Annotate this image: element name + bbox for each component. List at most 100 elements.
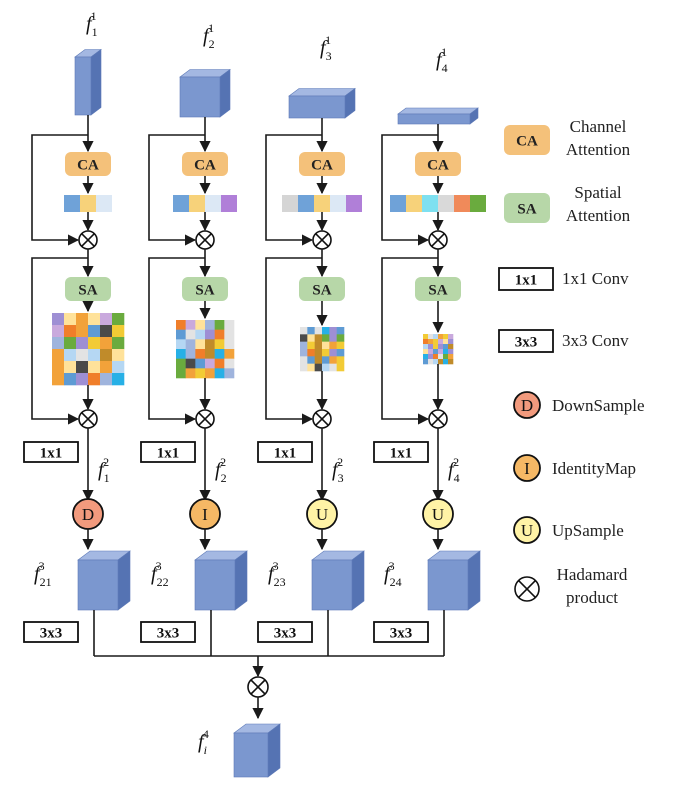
legend-down-icon: D (513, 391, 541, 419)
attention-cell (52, 373, 65, 386)
legend-down-text: DownSample (552, 396, 645, 415)
output-feature-cube (427, 550, 481, 611)
attention-cell (300, 334, 308, 342)
vector-cell (470, 195, 486, 212)
legend-hadamard-line2: product (566, 588, 618, 607)
final-label-sub: i (204, 743, 207, 757)
input-feature-label-sup: 1 (441, 45, 447, 59)
legend-ca-line1: Channel (570, 117, 627, 136)
attention-cell (195, 329, 206, 340)
vector-cell (205, 195, 221, 212)
hadamard-product-icon (195, 409, 215, 429)
conv-3x3-box-label: 3x3 (157, 626, 180, 642)
output-feature-cube-side (117, 550, 131, 611)
legend-down-icon-bg (513, 391, 541, 419)
spatial-attention-block-label: SA (428, 283, 447, 299)
attention-cell (438, 349, 444, 355)
output-feature-cube (311, 550, 365, 611)
resample-op-identity-letter: I (202, 505, 208, 524)
vector-cell (346, 195, 362, 212)
vector-cell (282, 195, 298, 212)
input-feature-label-sup: 1 (208, 21, 214, 35)
final-label-sup: 4 (203, 727, 209, 741)
mid-feature-label-sub: 2 (221, 471, 227, 485)
input-feature-cube-front (74, 56, 92, 116)
channel-weight-vector (64, 195, 112, 212)
output-feature-label: f213 (34, 559, 52, 589)
hadamard-cross-b (198, 233, 212, 247)
hadamard-cross-b (518, 580, 536, 598)
attention-cell (88, 337, 101, 350)
attention-cell (112, 373, 125, 386)
attention-cell (322, 327, 330, 335)
channel-attention-block-bg (415, 152, 461, 176)
mid-feature-label-sub: 4 (454, 471, 460, 485)
legend-identity-icon-letter: I (524, 459, 530, 478)
attention-cell (322, 349, 330, 357)
attention-cell (185, 320, 196, 330)
output-feature-label-base: f (151, 563, 159, 585)
attention-cell (205, 349, 215, 359)
input-feature-cube-front (179, 76, 221, 118)
input-feature-cube (179, 68, 231, 118)
skip-connection-ca (148, 134, 205, 246)
attention-cell (112, 349, 125, 362)
vector-cell (80, 195, 96, 212)
legend-conv3-badge: 3x3 (498, 329, 554, 353)
attention-cell (300, 356, 308, 364)
attention-cell (443, 344, 449, 350)
attention-cell (88, 373, 101, 386)
input-feature-cube (288, 87, 356, 119)
resample-op-down-letter: D (82, 505, 94, 524)
output-feature-label-sup: 3 (389, 559, 395, 573)
hadamard-product-icon (312, 230, 332, 250)
attention-cell (52, 349, 65, 362)
legend-sa-badge: SA (504, 193, 550, 223)
attention-cell (336, 341, 345, 350)
resample-op-down: D (72, 498, 104, 530)
skip-connection-sa (148, 257, 205, 425)
mid-feature-label: f12 (98, 455, 110, 485)
mid-feature-label-sup: 2 (337, 455, 343, 469)
spatial-attention-block: SA (182, 277, 228, 301)
conv-3x3-box-frame (257, 621, 313, 643)
attention-cell (443, 354, 449, 360)
input-feature-label-sub: 3 (326, 49, 332, 63)
attention-cell (195, 368, 206, 379)
attention-cell (423, 339, 429, 345)
attention-cell (195, 349, 206, 359)
attention-cell (185, 368, 196, 379)
attention-cell (307, 356, 315, 364)
attention-cell (52, 361, 65, 374)
legend-identity-icon: I (513, 454, 541, 482)
channel-attention-block: CA (65, 152, 111, 176)
legend-ca-badge-bg (504, 125, 550, 155)
attention-cell (314, 327, 323, 335)
attention-cell (176, 368, 186, 379)
resample-op-identity: I (189, 498, 221, 530)
skip-connection-ca (381, 134, 438, 246)
conv-1x1-box-frame (373, 441, 429, 463)
attention-cell (423, 359, 429, 365)
legend-conv1-badge-frame (498, 267, 554, 291)
legend-conv1-text: 1x1 Conv (562, 269, 629, 288)
attention-cell (195, 358, 206, 369)
attention-cell (205, 358, 215, 369)
output-feature-label-sup: 3 (156, 559, 162, 573)
conv-1x1-box: 1x1 (23, 441, 79, 463)
legend-sa-badge-label: SA (517, 202, 536, 218)
attention-cell (433, 359, 439, 365)
legend-conv3-text: 3x3 Conv (562, 331, 629, 350)
conv-3x3-box-label: 3x3 (40, 626, 63, 642)
attention-cell (224, 329, 235, 340)
vector-cell (314, 195, 330, 212)
output-feature-label-sub: 24 (390, 575, 402, 589)
mid-feature-label-sub: 3 (338, 471, 344, 485)
spatial-attention-block-label: SA (312, 283, 331, 299)
resample-op-up-letter: U (432, 505, 444, 524)
conv-3x3-box-frame (23, 621, 79, 643)
legend-hadamard-icon (514, 576, 540, 602)
